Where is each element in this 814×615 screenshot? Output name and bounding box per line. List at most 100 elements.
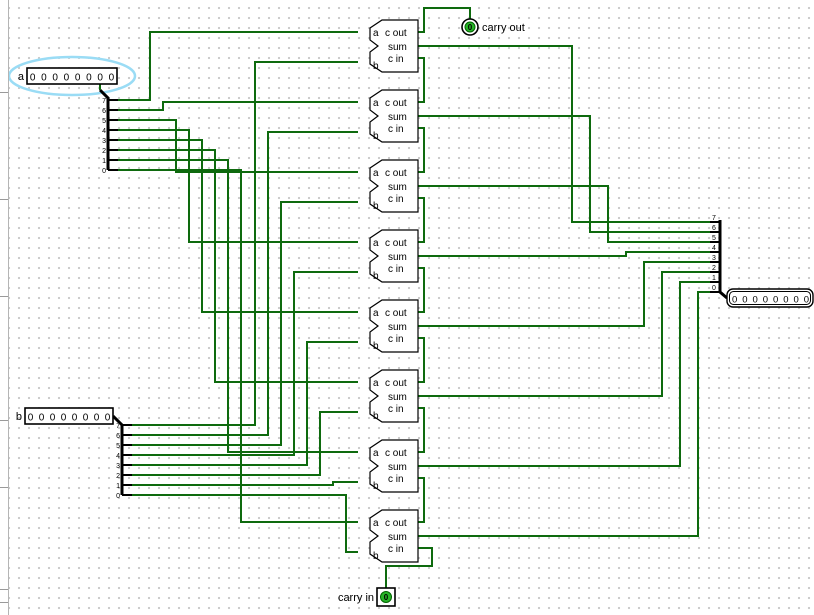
full-adder-body[interactable]	[369, 19, 419, 73]
wire-b-bit7[interactable]	[132, 61, 358, 426]
input-pin-b-label: b	[16, 411, 22, 423]
wire-carry-chain-0[interactable]	[418, 477, 425, 523]
wire-carry-chain-1[interactable]	[418, 407, 425, 453]
wire-a-bit5[interactable]	[118, 119, 358, 173]
wire-b-bit4[interactable]	[132, 271, 358, 456]
adder-a-label: a	[373, 518, 379, 529]
splitter-b-bit-label: 7	[116, 423, 120, 430]
splitter-out-bit-label: 0	[712, 285, 716, 292]
wire-a-bit4[interactable]	[118, 129, 358, 243]
edge-tick	[0, 487, 8, 488]
output-pin-sum-inner	[729, 291, 811, 305]
wire-a-bit7[interactable]	[118, 31, 358, 101]
pin-b-bit-2: 0	[83, 413, 89, 424]
wire-carry-chain-4[interactable]	[418, 197, 425, 243]
output-pin-sum-outer[interactable]	[726, 288, 814, 308]
wire-sum-bit6[interactable]	[418, 115, 710, 233]
full-adder-body[interactable]	[369, 229, 419, 283]
wire-sum-bit3[interactable]	[418, 261, 710, 327]
pin-a-bit-4: 0	[64, 73, 70, 84]
adder-sum-label: sum	[388, 392, 407, 403]
carry-in-value-dot	[380, 591, 392, 603]
full-adder-body[interactable]	[369, 369, 419, 423]
wire-carry-in[interactable]	[385, 547, 433, 588]
wire-carry-chain-2[interactable]	[418, 337, 425, 383]
splitter-out-bit-label: 5	[712, 235, 716, 242]
input-pin-a-label: a	[18, 71, 25, 83]
wire-sum-bit2[interactable]	[418, 271, 710, 397]
input-pin-b-box[interactable]	[24, 407, 114, 425]
wire-a-bit1[interactable]	[118, 159, 358, 453]
adder-cin-label: c in	[388, 334, 404, 345]
wire-sum-bit5[interactable]	[418, 185, 710, 243]
splitter-b-bit-label: 1	[116, 483, 120, 490]
wire-b-bit3[interactable]	[132, 341, 358, 466]
adder-a-label: a	[373, 28, 379, 39]
wire-sum-bit1[interactable]	[418, 281, 710, 467]
splitter-b-bit-label: 6	[116, 433, 120, 440]
pin-a-bit-5: 0	[52, 73, 58, 84]
pin-sum-bit-1: 0	[794, 295, 799, 306]
edge-tick	[0, 589, 8, 590]
wire-sum-bit0[interactable]	[418, 291, 710, 537]
wire-sum-bit4[interactable]	[418, 251, 710, 257]
adder-cout-label: c out	[385, 98, 407, 109]
splitter-out-bit-label: 1	[712, 275, 716, 282]
full-adder-body[interactable]	[369, 299, 419, 353]
wire-carry-chain-5[interactable]	[418, 127, 425, 173]
wire-a-bit2[interactable]	[118, 149, 358, 383]
adder-cin-label: c in	[388, 124, 404, 135]
wire-carry-chain-3[interactable]	[418, 267, 425, 313]
full-adder-body[interactable]	[369, 89, 419, 143]
splitter-out-spine[interactable]	[718, 220, 728, 300]
adder-b-label: b	[373, 201, 379, 212]
wire-b-bit0[interactable]	[132, 494, 358, 553]
full-adder-body[interactable]	[369, 439, 419, 493]
adder-sum-label: sum	[388, 532, 407, 543]
wire-b-bit5[interactable]	[132, 201, 358, 446]
wire-a-bit6[interactable]	[118, 101, 358, 111]
splitter-b-bit-label: 5	[116, 443, 120, 450]
pin-b-bit-4: 0	[61, 413, 67, 424]
full-adder-body[interactable]	[369, 509, 419, 563]
wire-b-bit2[interactable]	[132, 411, 358, 476]
adder-cin-label: c in	[388, 264, 404, 275]
pin-sum-bit-0: 0	[804, 295, 809, 306]
carry-in-value: 0	[384, 593, 389, 602]
adder-cout-label: c out	[385, 28, 407, 39]
pin-sum-bit-2: 0	[783, 295, 788, 306]
pin-sum-bit-6: 0	[742, 295, 747, 306]
adder-b-label: b	[373, 131, 379, 142]
wire-a-bit3[interactable]	[118, 139, 358, 313]
full-adder-body[interactable]	[369, 159, 419, 213]
wire-carry-out[interactable]	[418, 7, 471, 33]
splitter-a-bit-label: 7	[102, 98, 106, 105]
pin-b-bit-6: 0	[39, 413, 45, 424]
wire-b-bit1[interactable]	[132, 481, 358, 486]
adder-cout-label: c out	[385, 308, 407, 319]
splitter-a-spine[interactable]	[98, 88, 110, 170]
adder-sum-label: sum	[388, 42, 407, 53]
input-pin-a-box[interactable]	[26, 67, 118, 85]
carry-out-value-dot	[464, 21, 476, 33]
adder-cin-label: c in	[388, 54, 404, 65]
splitter-b-bit-label: 2	[116, 473, 120, 480]
pin-a-bit-6: 0	[41, 73, 47, 84]
adder-sum-label: sum	[388, 322, 407, 333]
wire-sum-bit7[interactable]	[418, 45, 710, 223]
adder-cin-label: c in	[388, 544, 404, 555]
splitter-a-bit-label: 5	[102, 118, 106, 125]
edge-tick	[0, 199, 8, 200]
wire-carry-chain-6[interactable]	[418, 57, 425, 103]
adder-b-label: b	[373, 341, 379, 352]
pin-b-bit-5: 0	[50, 413, 56, 424]
adder-a-label: a	[373, 448, 379, 459]
wire-b-bit6[interactable]	[132, 131, 358, 436]
wire-a-bit0[interactable]	[118, 169, 358, 523]
splitter-b-bit-label: 4	[116, 453, 120, 460]
